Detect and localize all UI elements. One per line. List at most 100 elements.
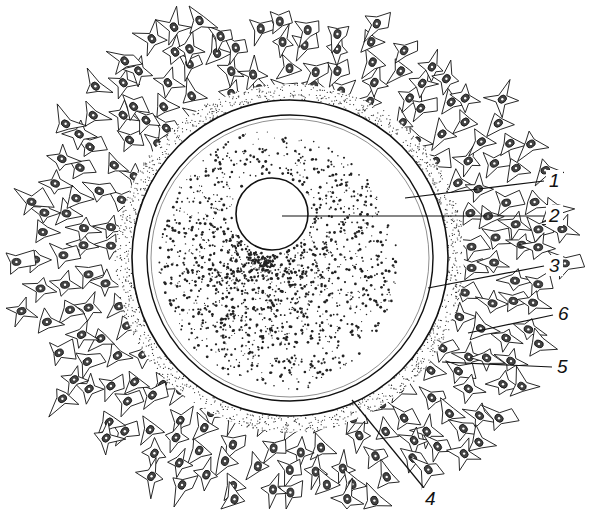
granule [452,235,453,236]
granule [206,118,207,119]
granule [246,422,247,423]
nucleolus [15,261,17,263]
granule [159,157,160,158]
granule [127,197,128,198]
granule [158,163,159,164]
nucleolus [369,100,371,102]
granule [120,225,121,226]
granule [123,285,124,286]
granule [123,289,124,290]
granule [437,168,438,169]
granule [200,398,201,399]
granule [344,417,345,418]
cell-nucleus [76,330,87,340]
granule [305,86,306,87]
granule [367,406,368,407]
nucleolus [98,190,100,192]
granule [202,109,203,110]
granule [148,180,149,181]
granule [433,330,434,331]
granule [367,408,368,409]
granule [412,365,413,366]
nucleolus [493,162,495,164]
granule [332,417,333,418]
cell-nucleus [177,479,187,490]
granule [250,101,251,102]
granule [176,378,177,379]
granule [300,429,301,430]
granule [239,104,240,105]
granule [211,404,212,405]
granule [454,227,455,228]
granule [264,422,265,423]
granule [220,102,221,103]
nucleolus [401,121,403,123]
granule [149,177,150,178]
nucleolus [58,352,60,354]
granule [350,100,351,101]
granule [372,107,373,108]
granule [391,385,392,386]
follicle-cell [362,49,386,79]
nucleolus [61,398,63,400]
follicle-cell [518,291,552,315]
granule [199,394,200,395]
granule [128,281,129,282]
granule [125,307,126,308]
granule [122,286,123,287]
cell-nucleus [426,392,437,403]
granule [145,182,146,183]
granule [455,292,456,293]
nucleolus [232,444,234,446]
granule [144,332,145,333]
granule [157,357,158,358]
granule [374,406,375,407]
nucleolus [178,462,180,464]
nucleolus [64,284,66,286]
granule [143,163,144,164]
cell-nucleus [323,480,331,490]
granule [399,373,400,374]
nucleolus [515,167,517,169]
granule [127,310,128,311]
granule [418,368,419,369]
cell-nucleus [220,456,229,467]
nucleolus [478,441,480,443]
granule [228,407,229,408]
follicle-cell [530,328,558,356]
granule [456,292,457,293]
granule [353,412,354,413]
granule [342,94,343,95]
granule [172,375,173,376]
granule [130,325,131,326]
nucleolus [502,383,504,385]
cell-nucleus [158,101,169,112]
granule [208,412,209,413]
granule [134,333,135,334]
cell-nucleus [105,380,116,391]
granule [443,330,444,331]
nucleolus [61,158,63,160]
granule [461,226,462,227]
granule [246,99,247,100]
granule [252,415,253,416]
cell-nucleus [169,22,179,33]
granule [131,283,132,284]
granule [438,328,439,329]
granular-layer [115,83,465,433]
granule [336,100,337,101]
granule [119,228,120,229]
nucleolus [174,51,176,53]
granule [365,117,366,118]
granule [133,334,134,335]
granule [232,98,233,99]
granule [120,258,121,259]
granule [234,419,235,420]
granule [309,94,310,95]
nucleolus [538,343,540,345]
granule [344,100,345,101]
nucleolus [149,429,151,431]
granule [422,168,423,169]
granule [446,306,447,307]
cell-nucleus [463,156,474,167]
